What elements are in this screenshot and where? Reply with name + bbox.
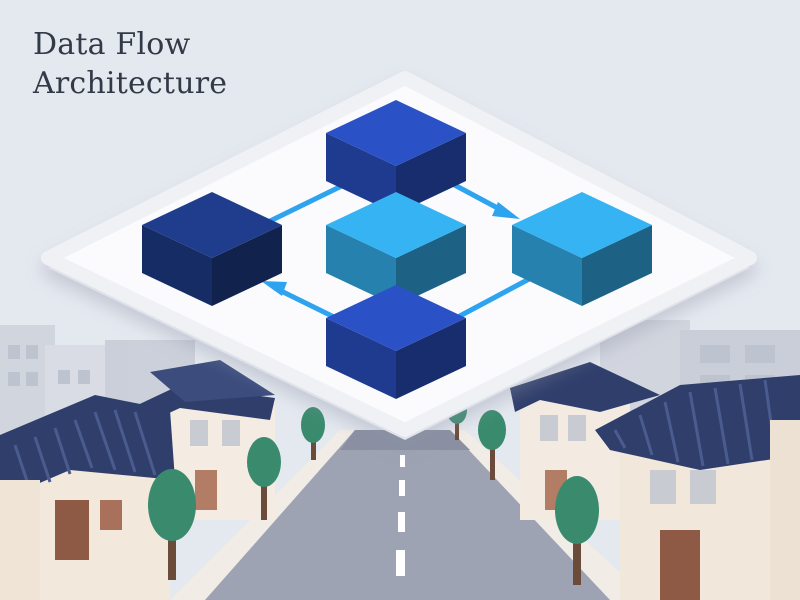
block-center xyxy=(326,192,466,306)
block-right-left-face xyxy=(512,225,582,306)
left-houses xyxy=(0,360,275,600)
block-center-left-face xyxy=(326,225,396,306)
block-top xyxy=(326,100,466,214)
diagram-title-line-2: Architecture xyxy=(33,66,228,101)
block-bottom-left-face xyxy=(326,318,396,399)
block-bottom-top-face xyxy=(326,285,466,351)
diagram-blocks xyxy=(142,100,652,399)
block-left-left-face xyxy=(142,225,212,306)
block-left-top-face xyxy=(142,192,282,258)
block-right-top-face xyxy=(512,192,652,258)
block-top-top-face xyxy=(326,100,466,166)
block-bottom-right-face xyxy=(396,318,466,399)
block-left xyxy=(142,192,282,306)
block-right-right-face xyxy=(582,225,652,306)
block-center-right-face xyxy=(396,225,466,306)
connector-bottom-left xyxy=(272,285,339,321)
block-right xyxy=(512,192,652,306)
block-top-right-face xyxy=(396,133,466,214)
arrowhead-bottom-left xyxy=(261,281,287,296)
block-left-right-face xyxy=(212,225,282,306)
block-center-top-face xyxy=(326,192,466,258)
arrowhead-top-right xyxy=(492,202,520,219)
block-top-left-face xyxy=(326,133,396,214)
diagram-title-line-1: Data Flow xyxy=(33,27,191,62)
right-houses xyxy=(510,362,800,600)
road xyxy=(170,430,650,600)
block-bottom xyxy=(326,285,466,399)
trees xyxy=(148,396,599,585)
